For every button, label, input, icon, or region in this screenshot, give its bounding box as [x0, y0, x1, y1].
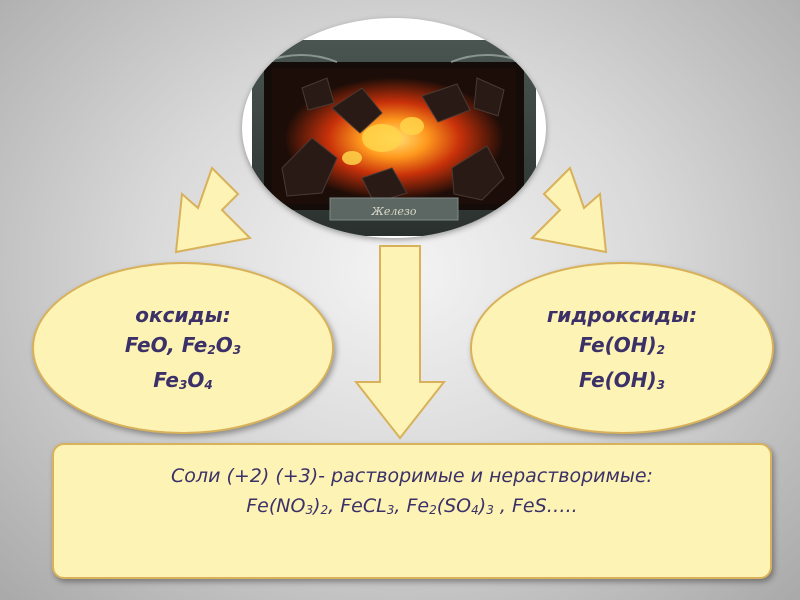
hydroxides-title: гидроксиды:: [546, 303, 698, 327]
oxides-formula-1: FeO, Fe2O3: [124, 333, 242, 357]
hydroxides-formula-1: Fe(OH)2: [578, 333, 666, 357]
oxides-oval: оксиды: FeO, Fe2O3 Fe3O4: [32, 262, 334, 434]
salts-formulas: Fe(NO3)2, FeCL3, Fe2(SO4)3 , FeS…..: [246, 495, 578, 517]
burning-coal-image: [252, 40, 536, 236]
arrow-down-icon: [353, 245, 447, 440]
iron-image-ellipse: Железо: [242, 18, 546, 238]
salts-heading: Соли (+2) (+3)- растворимые и нераствори…: [171, 465, 653, 487]
salts-box: Соли (+2) (+3)- растворимые и нераствори…: [52, 443, 772, 579]
image-caption: Железо: [371, 205, 417, 218]
hydroxides-oval: гидроксиды: Fe(OH)2 Fe(OH)3: [470, 262, 774, 434]
oxides-title: оксиды:: [135, 303, 231, 327]
arrow-right-icon: [529, 166, 608, 254]
oxides-formula-2: Fe3O4: [153, 368, 213, 392]
hydroxides-formula-2: Fe(OH)3: [578, 368, 666, 392]
arrow-left-icon: [174, 166, 253, 254]
